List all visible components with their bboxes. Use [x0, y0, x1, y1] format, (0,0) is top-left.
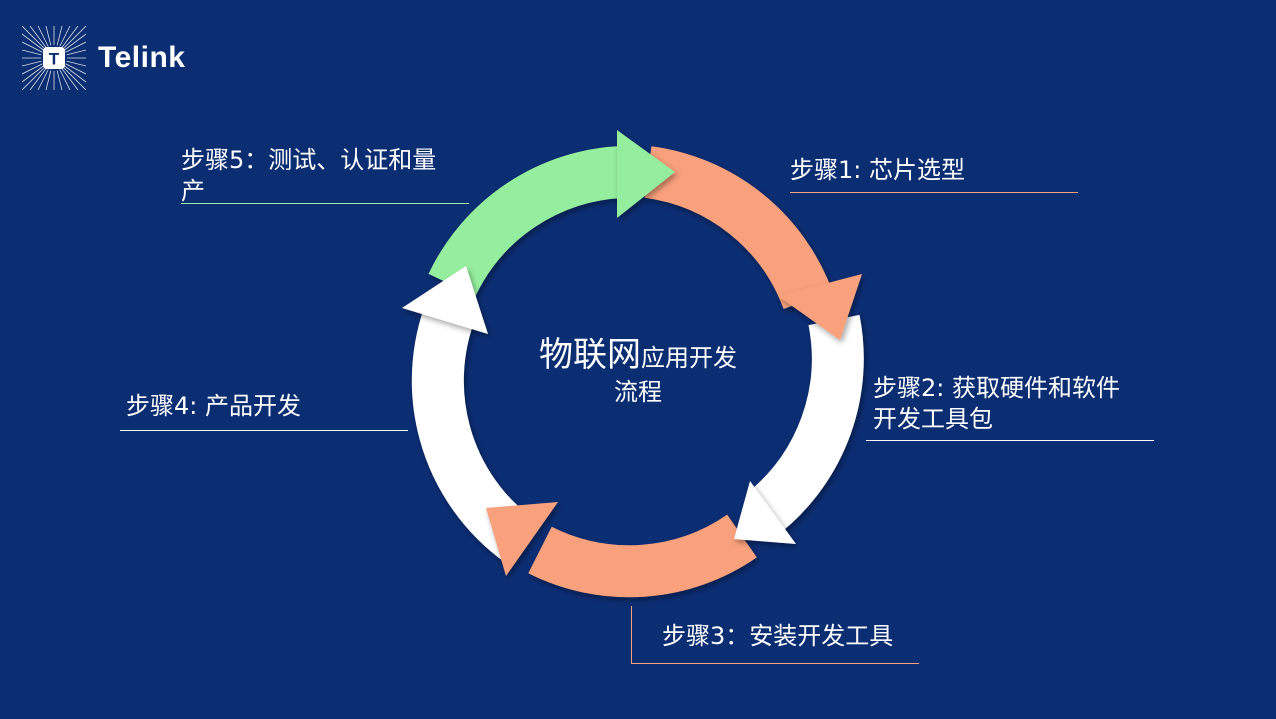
arrowhead-step-2 [734, 481, 796, 544]
step-2-label-line1: 步骤2: 获取硬件和软件 [873, 374, 1120, 402]
arc-step-2 [748, 314, 864, 533]
step-5-underline [181, 203, 469, 204]
center-title-sub: 应用开发 [641, 344, 737, 372]
telink-logo-mark-icon: T [22, 26, 86, 90]
step-4-label: 步骤4: 产品开发 [126, 392, 301, 420]
center-title: 物联网应用开发 流程 [508, 334, 768, 407]
logo-letter: T [49, 50, 60, 69]
step-3-bracket [631, 606, 632, 664]
center-title-main: 物联网 [539, 335, 641, 375]
step-5-label-line1: 步骤5：测试、认证和量 [181, 146, 437, 174]
step-2-label: 步骤2: 获取硬件和软件 开发工具包 [873, 373, 1120, 435]
step-2-label-line2: 开发工具包 [873, 405, 993, 434]
arrowhead-step-1 [778, 274, 862, 340]
arc-step-1 [644, 146, 833, 310]
telink-logo: T Telink [22, 26, 185, 90]
step-3-label: 步骤3：安装开发工具 [662, 622, 894, 650]
center-title-sub-line2: 流程 [614, 377, 662, 406]
brand-name: Telink [98, 41, 186, 74]
arrowhead-step-4 [402, 266, 488, 334]
arc-step-3 [528, 514, 757, 598]
arc-step-5 [428, 146, 624, 297]
step-2-underline [866, 440, 1154, 441]
step-1-label: 步骤1: 芯片选型 [790, 156, 965, 184]
arrowhead-step-3 [486, 502, 558, 576]
step-5-label-line2: 产 [181, 177, 205, 206]
step-3-underline [631, 663, 919, 664]
step-5-label: 步骤5：测试、认证和量 产 [181, 145, 436, 207]
step-4-underline [120, 430, 408, 431]
arrowhead-step-5 [617, 130, 675, 218]
step-1-underline [790, 192, 1078, 193]
